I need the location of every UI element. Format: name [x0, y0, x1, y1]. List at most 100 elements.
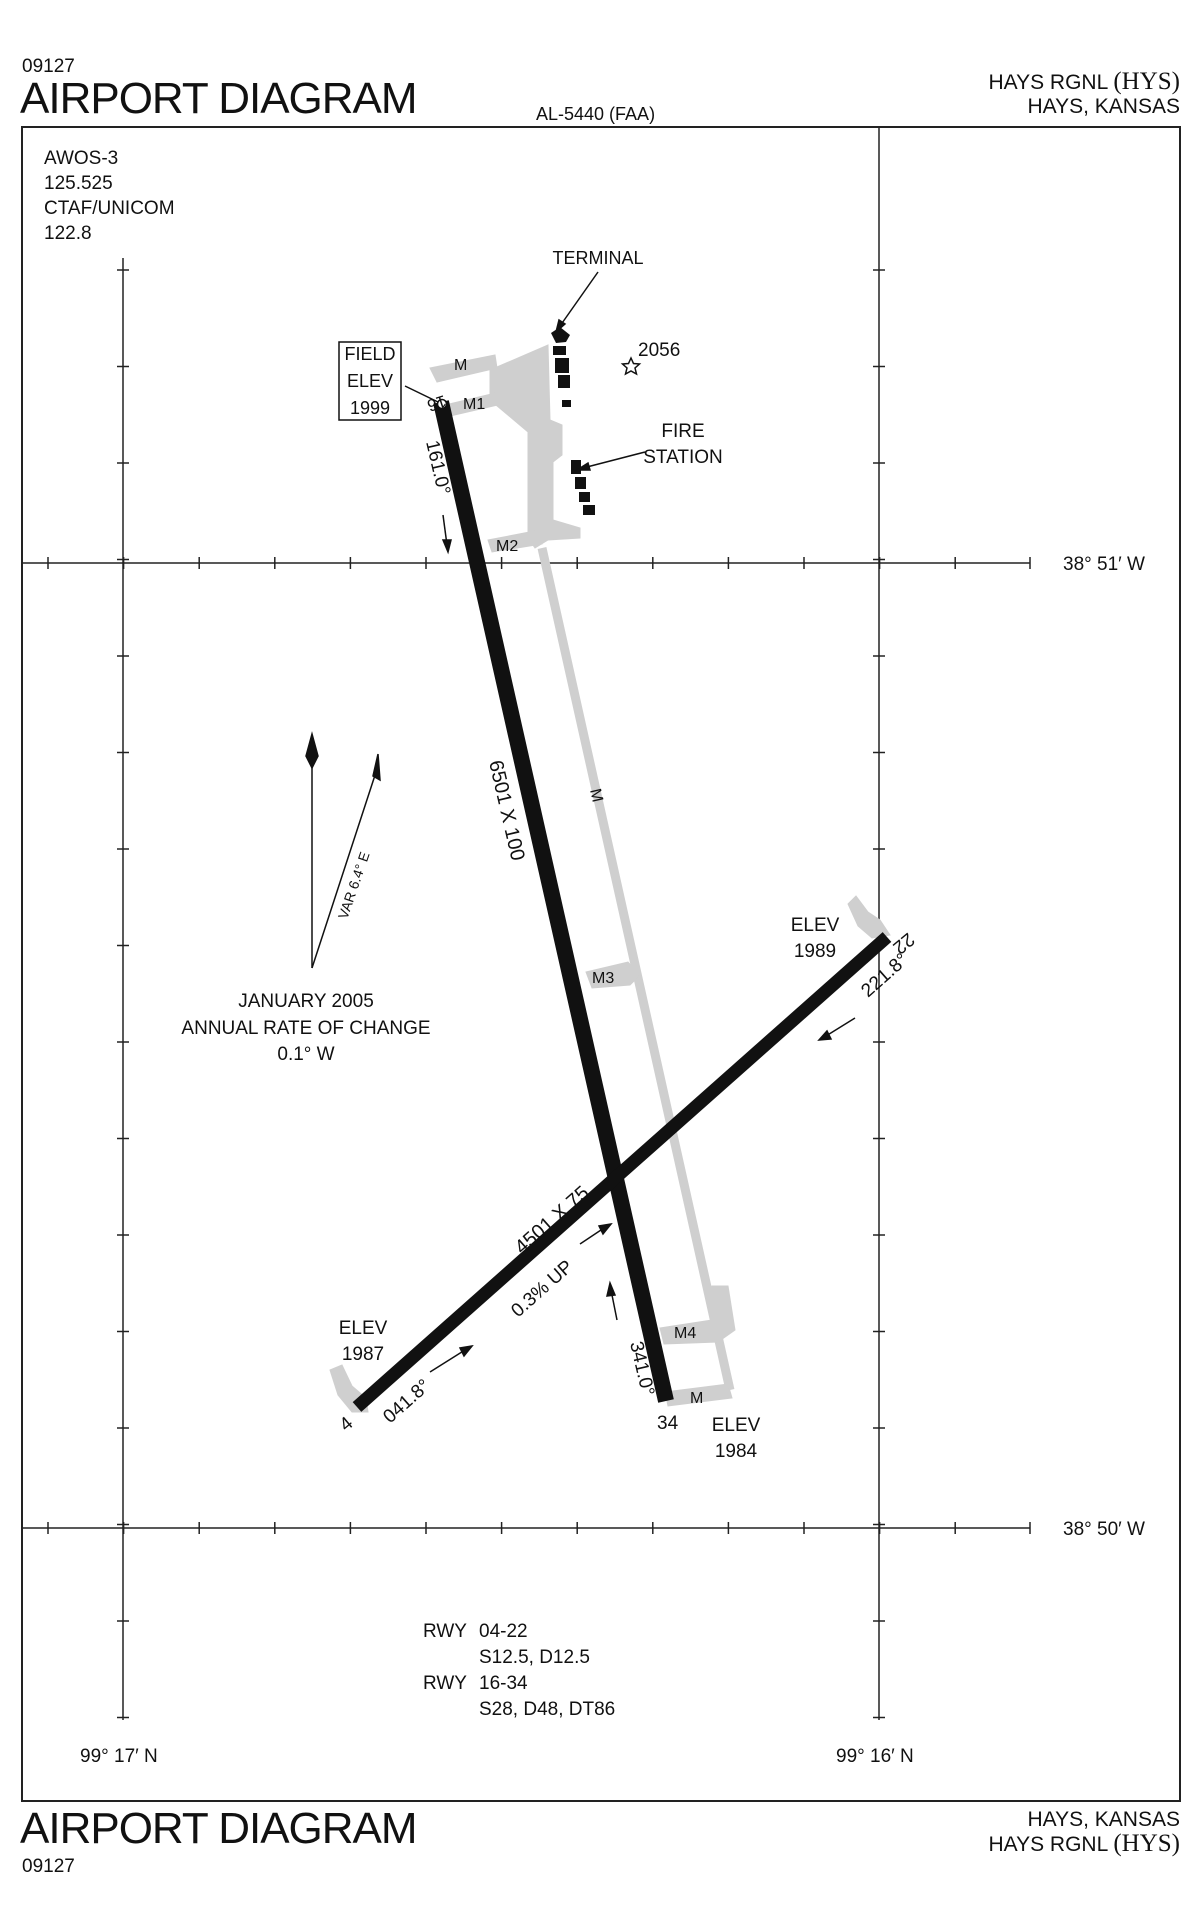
magnetic-north-line [311, 765, 379, 969]
elev-label-22: ELEV [791, 915, 840, 936]
terminal-building-5 [562, 400, 571, 407]
taxiway-system [329, 344, 891, 1413]
strength-rwy-1: 04-22 [479, 1621, 528, 1642]
field-elev-label-1: FIELD [344, 344, 395, 364]
hdg-161-arrowhead [441, 539, 452, 555]
footer-cycle: 09127 [22, 1856, 75, 1877]
hdg-041-arrowhead [458, 1344, 474, 1358]
taxiway-m-label-north: M [454, 357, 467, 374]
taxiway-m3-connector [585, 961, 641, 989]
airport-header: HAYS RGNL (HYS) HAYS, KANSAS [988, 68, 1180, 119]
annual-rate-value: 0.1° W [277, 1044, 334, 1065]
terminal-label: TERMINAL [552, 248, 643, 268]
footer-airport: HAYS, KANSAS HAYS RGNL (HYS) [988, 1808, 1180, 1857]
footer-location: HAYS, KANSAS [1027, 1808, 1181, 1831]
diagram-frame [21, 126, 1181, 1802]
strength-rwy-label-2: RWY [423, 1673, 467, 1694]
runways [352, 400, 892, 1412]
ctaf-frequency: 122.8 [44, 223, 92, 244]
taxiway-m-label-parallel: M [586, 787, 606, 804]
ctaf-label: CTAF/UNICOM [44, 198, 175, 219]
taxiway-m4-label: M4 [674, 1325, 696, 1342]
hdg-221-arrowhead [817, 1029, 833, 1041]
leader-arrows [404, 271, 856, 1373]
fire-station-label-2: STATION [643, 447, 723, 468]
terminal-leader-arrowhead [554, 318, 567, 335]
field-elevation-box [338, 341, 402, 421]
runway-16-number: 16 [425, 391, 449, 415]
runway-4-number: 4 [336, 1413, 358, 1436]
runway-04-22-dimensions: 4501 X 75 [511, 1182, 594, 1259]
strength-rwy-label-1: RWY [423, 1621, 467, 1642]
taxiway-m-label-south: M [690, 1390, 703, 1407]
strength-values-2: S28, D48, DT86 [479, 1699, 615, 1720]
field-elev-value: 1999 [350, 398, 390, 418]
hdg-221-arrow [825, 1017, 856, 1037]
latitude-label-south: 38° 50′ W [1063, 1519, 1145, 1540]
terminal-building [551, 327, 570, 343]
taxiway-m-south-stub [664, 1383, 733, 1407]
terminal-building-2 [553, 346, 566, 355]
field-elevation-point [436, 398, 448, 410]
fire-station-leader [582, 451, 646, 469]
variation-date: JANUARY 2005 [238, 991, 374, 1012]
hdg-041-arrow [429, 1349, 466, 1373]
hdg-341-arrowhead [606, 1280, 617, 1297]
longitude-label-east: 99° 16′ N [836, 1746, 914, 1767]
strength-values-1: S12.5, D12.5 [479, 1647, 590, 1668]
document-number: AL-5440 (FAA) [536, 104, 656, 124]
runway-04-22 [352, 932, 892, 1412]
taxiway-m2-connector [487, 529, 543, 553]
graticule-ticks [47, 269, 956, 1719]
terminal-leader [559, 271, 599, 327]
slope-arrowhead [597, 1222, 613, 1236]
elev-value-34: 1984 [715, 1441, 758, 1462]
magnetic-variation-symbol [305, 731, 381, 969]
airport-ident: (HYS) [1113, 68, 1180, 95]
elev-value-4: 1987 [342, 1344, 384, 1365]
terminal-apron [489, 344, 581, 549]
page-title: AIRPORT DIAGRAM [20, 74, 418, 123]
magnetic-north-arrowhead [372, 753, 381, 782]
elev-label-34: ELEV [712, 1415, 761, 1436]
terminal-building-4 [558, 375, 570, 388]
taxiway-m3-label: M3 [592, 970, 614, 987]
slope-arrow [579, 1227, 605, 1245]
magnetic-variation: VAR 6.4° E [335, 850, 373, 921]
fire-station-label-1: FIRE [661, 421, 704, 442]
taxiway-m1-label: M1 [463, 396, 485, 413]
elev-value-22: 1989 [794, 941, 836, 962]
buildings [551, 327, 595, 515]
field-elev-leader [404, 385, 439, 403]
frequency-block: AWOS-3 125.525 CTAF/UNICOM 122.8 [44, 146, 175, 246]
fire-station-leader-arrowhead [574, 461, 591, 471]
true-north-arrowhead [305, 731, 319, 770]
runway-22-holding-pad [847, 895, 891, 939]
taxiway-m-north-stub [429, 354, 498, 383]
taxiway-m-parallel [537, 547, 735, 1391]
elev-label-4: ELEV [339, 1318, 388, 1339]
strength-rwy-2: 16-34 [479, 1673, 528, 1694]
footer-airport-ident: (HYS) [1113, 1830, 1180, 1857]
runway-34-number: 34 [657, 1413, 679, 1434]
awos-label: AWOS-3 [44, 148, 119, 169]
airport-name: HAYS RGNL [988, 71, 1108, 94]
obstacle-star-icon [620, 356, 642, 376]
field-elev-label-2: ELEV [347, 371, 393, 391]
terminal-building-3 [555, 358, 569, 373]
taxiway-m2-label: M2 [496, 538, 518, 555]
obstacle-elevation: 2056 [638, 340, 680, 361]
fire-station-building-4 [583, 505, 595, 515]
annual-rate-label: ANNUAL RATE OF CHANGE [181, 1018, 430, 1039]
fire-station-building-3 [579, 492, 590, 502]
footer-title: AIRPORT DIAGRAM [20, 1804, 418, 1853]
cycle-number: 09127 [22, 56, 75, 77]
runway-16-34 [433, 400, 674, 1403]
longitude-label-west: 99° 17′ N [80, 1746, 158, 1767]
awos-frequency: 125.525 [44, 173, 113, 194]
fire-station-building-1 [571, 460, 581, 474]
taxiway-m4-pad [659, 1285, 736, 1345]
footer-airport-name: HAYS RGNL [988, 1833, 1108, 1856]
latitude-label-north: 38° 51′ W [1063, 554, 1145, 575]
